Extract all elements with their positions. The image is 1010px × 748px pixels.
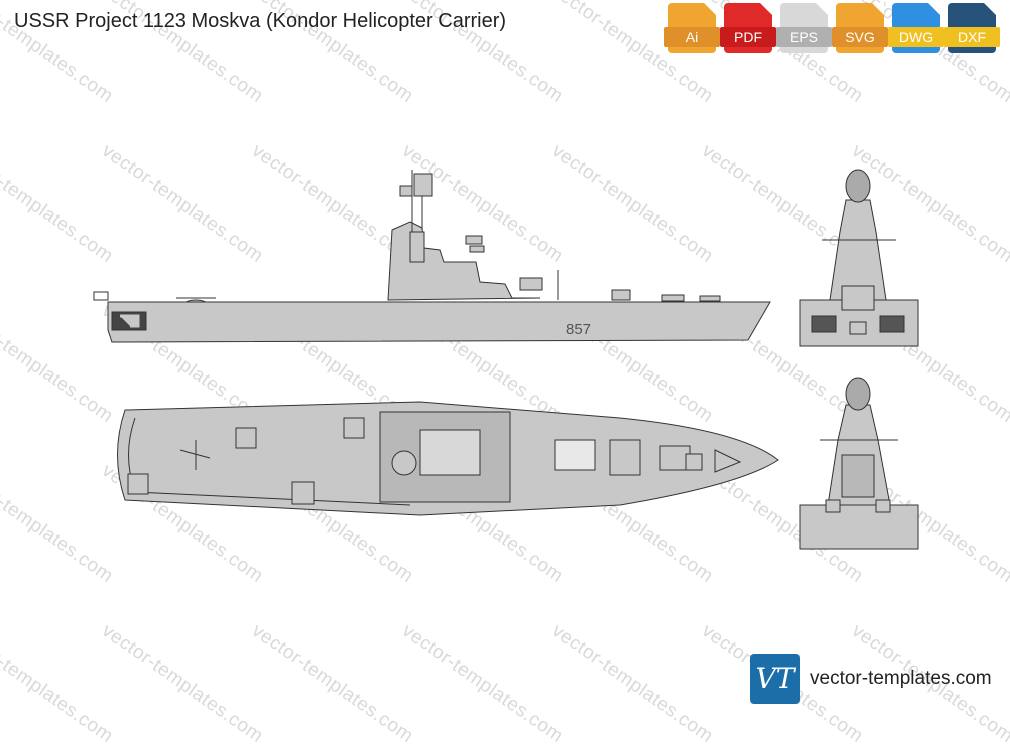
format-label: PDF — [720, 27, 776, 47]
format-label: Ai — [664, 27, 720, 47]
page-title: USSR Project 1123 Moskva (Kondor Helicop… — [14, 10, 507, 32]
hull-number: 857 — [566, 321, 591, 338]
format-label: SVG — [832, 27, 888, 47]
ship-drawing: 857 — [93, 169, 919, 550]
format-pdf-button[interactable]: PDF — [720, 3, 776, 53]
format-dwg-button[interactable]: DWG — [888, 3, 944, 53]
format-svg-button[interactable]: SVG — [832, 3, 888, 53]
rear-view — [799, 377, 919, 550]
format-label: EPS — [776, 27, 832, 47]
format-buttons: Ai PDF EPS SVG DWG DXF — [664, 3, 1000, 53]
vt-logo: VT — [750, 654, 800, 704]
format-dxf-button[interactable]: DXF — [944, 3, 1000, 53]
format-label: DWG — [888, 27, 944, 47]
site-name: vector-templates.com — [810, 668, 992, 689]
top-view — [117, 401, 779, 516]
side-view: 857 — [93, 170, 771, 343]
format-ai-button[interactable]: Ai — [664, 3, 720, 53]
front-view — [799, 169, 919, 347]
format-eps-button[interactable]: EPS — [776, 3, 832, 53]
format-label: DXF — [944, 27, 1000, 47]
brand[interactable]: VT vector-templates.com — [750, 654, 992, 704]
